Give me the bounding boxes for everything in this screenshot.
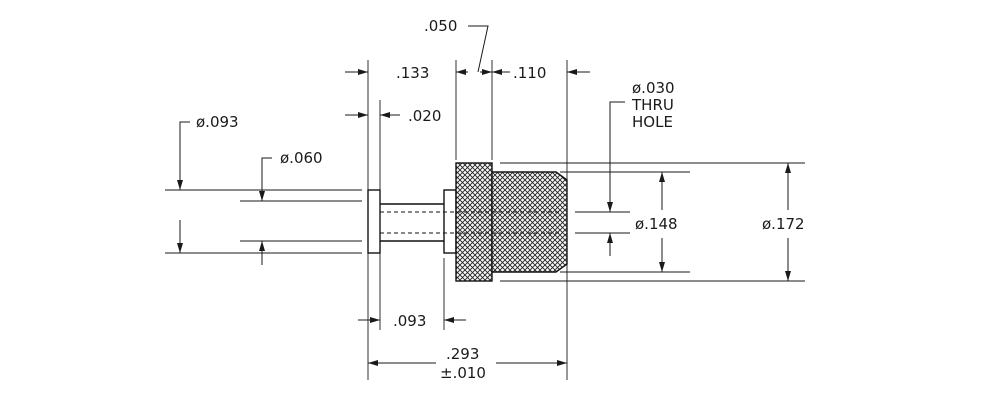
len-293-label: .293 xyxy=(446,345,479,363)
shaft xyxy=(380,203,444,242)
hole-label: HOLE xyxy=(632,113,673,131)
dim-110-label: .110 xyxy=(513,64,546,82)
left-flange xyxy=(367,189,381,254)
thru-label: THRU xyxy=(631,96,674,114)
dimension-lines xyxy=(177,25,791,366)
dim-133-label: .133 xyxy=(396,64,429,82)
dimension-labels: .050 .133 .110 .020 ø.093 ø.060 ø.030 TH… xyxy=(196,17,805,382)
dia-093-label: ø.093 xyxy=(196,113,239,131)
dim-050-label: .050 xyxy=(424,17,457,35)
dim-020-label: .020 xyxy=(408,107,441,125)
len-093-label: .093 xyxy=(393,312,426,330)
right-flange xyxy=(443,189,457,254)
dia-148-label: ø.148 xyxy=(635,215,678,233)
dia-060-label: ø.060 xyxy=(280,149,323,167)
dia-172-label: ø.172 xyxy=(762,215,805,233)
tol-293-label: ±.010 xyxy=(440,364,486,382)
knurled-body xyxy=(491,171,568,273)
extension-lines xyxy=(165,60,805,380)
part-outline xyxy=(367,162,568,282)
knurled-collar xyxy=(455,162,493,282)
dia-030-label: ø.030 xyxy=(632,79,675,97)
